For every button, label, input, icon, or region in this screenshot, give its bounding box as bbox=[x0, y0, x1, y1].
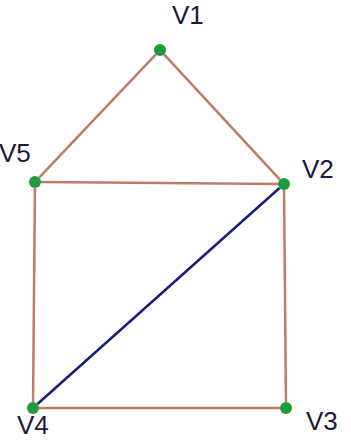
graph-vertex: V3 bbox=[280, 402, 292, 414]
graph-edge bbox=[39, 54, 156, 177]
vertex-label: V3 bbox=[306, 408, 338, 434]
vertex-label: V1 bbox=[172, 2, 204, 28]
graph-edge bbox=[41, 182, 278, 184]
graph-edge bbox=[33, 188, 35, 402]
graph-vertex: V1 bbox=[154, 44, 166, 56]
graph-vertex: V2 bbox=[278, 178, 290, 190]
graph-edge bbox=[37, 188, 279, 404]
vertex-label: V5 bbox=[0, 140, 31, 166]
vertex-label: V4 bbox=[17, 412, 49, 438]
graph-vertex: V4 bbox=[27, 402, 39, 414]
graph-vertex: V5 bbox=[29, 176, 41, 188]
graph-edge bbox=[284, 190, 286, 402]
vertex-label: V2 bbox=[302, 156, 334, 182]
graph-edge bbox=[39, 407, 280, 410]
graph-edge bbox=[164, 54, 280, 179]
